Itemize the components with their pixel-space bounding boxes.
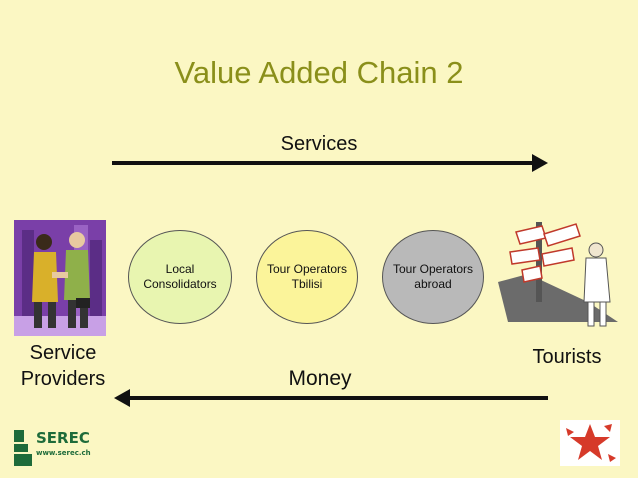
node-tour-operators-tbilisi: Tour Operators Tbilisi	[256, 230, 358, 324]
node-tour-operators-abroad: Tour Operators abroad	[382, 230, 484, 324]
slide-title: Value Added Chain 2	[174, 55, 464, 90]
services-arrow-line	[112, 161, 536, 165]
money-arrow-head	[114, 389, 130, 407]
services-label: Services	[280, 133, 358, 155]
node-label: Local Consolidators	[143, 262, 217, 291]
services-arrow-head	[532, 154, 548, 172]
serec-logo-text: SEREC	[36, 429, 90, 447]
business-handshake-illustration	[14, 220, 106, 336]
node-label: Tour Operators abroad	[392, 262, 474, 291]
money-label: Money	[288, 367, 352, 390]
tourist-signpost-illustration	[498, 222, 618, 327]
service-providers-label: Service Providers	[20, 342, 106, 390]
money-arrow-line	[126, 396, 548, 400]
serec-url: www.serec.ch	[36, 449, 91, 457]
serec-logo-icon	[14, 430, 32, 466]
red-star-emblem-icon	[560, 420, 620, 466]
tourists-label: Tourists	[532, 346, 602, 368]
node-local-consolidators: Local Consolidators	[128, 230, 232, 324]
node-label: Tour Operators Tbilisi	[266, 262, 348, 291]
